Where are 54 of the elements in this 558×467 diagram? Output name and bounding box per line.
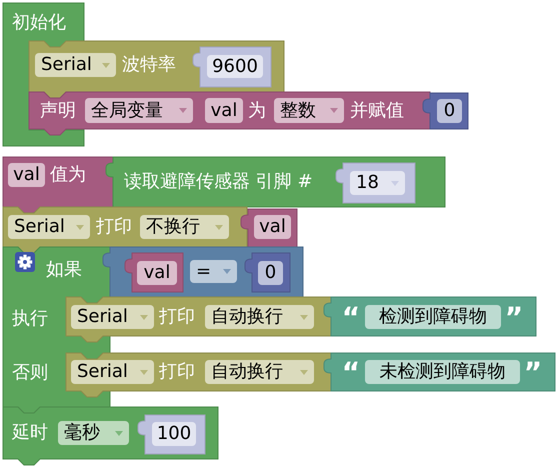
text-block [324,353,555,391]
variable-field: val [254,215,291,239]
block-label: 如果 [46,258,83,282]
dropdown: Serial [8,215,90,239]
dropdown: 自动换行 [205,360,314,384]
quote-mark: ” [522,358,544,374]
block-label: 声明 [40,99,77,123]
dropdown: Serial [35,53,116,77]
block-label: 执行 [12,307,49,331]
statement-block [66,353,331,397]
variable-field: val [205,98,243,123]
number-field: 100 [152,422,196,446]
value-block [423,93,468,129]
value-block [125,253,183,292]
block-label: 初始化 [12,11,67,35]
number-field: 9600 [207,55,263,78]
dropdown: 自动换行 [205,305,314,329]
block-label: 波特率 [122,53,177,77]
block-label: 并赋值 [350,99,405,123]
dropdown: 18 [350,171,405,195]
dropdown: Serial [71,360,154,384]
value-block [138,415,205,454]
quote-mark: “ [340,358,362,374]
variable-field: val [137,261,177,285]
quote-mark: “ [340,303,362,319]
value-block [106,157,445,207]
text-field: 未检测到障碍物 [365,360,520,384]
block-label: 值为 [50,163,87,187]
block-label: 打印 [96,215,133,239]
value-block [193,47,271,87]
block-label: 打印 [159,360,196,384]
dropdown: 全局变量 [85,98,193,123]
number-field: 0 [258,261,283,285]
dropdown: 不换行 [140,215,229,239]
block-label: 为 [248,99,267,123]
dropdown: = [190,260,237,283]
number-field: 0 [437,99,462,123]
block-label: 打印 [159,305,196,329]
statement-block [29,92,430,135]
dropdown: 整数 [274,98,344,123]
dropdown: Serial [71,305,154,329]
quote-mark: ” [504,303,524,319]
value-block [241,209,297,247]
variable-field: val [8,163,45,187]
value-block [336,163,415,203]
block-label: 延时 [12,421,49,445]
statement-block [66,297,331,342]
text-block [324,297,536,336]
block-label: 否则 [12,361,49,385]
text-field: 检测到障碍物 [365,305,501,329]
comparison-block [103,247,303,297]
block-label: 读取避障传感器 引脚 # [124,170,314,194]
dropdown: 毫秒 [58,421,129,445]
statement-block [3,407,218,465]
